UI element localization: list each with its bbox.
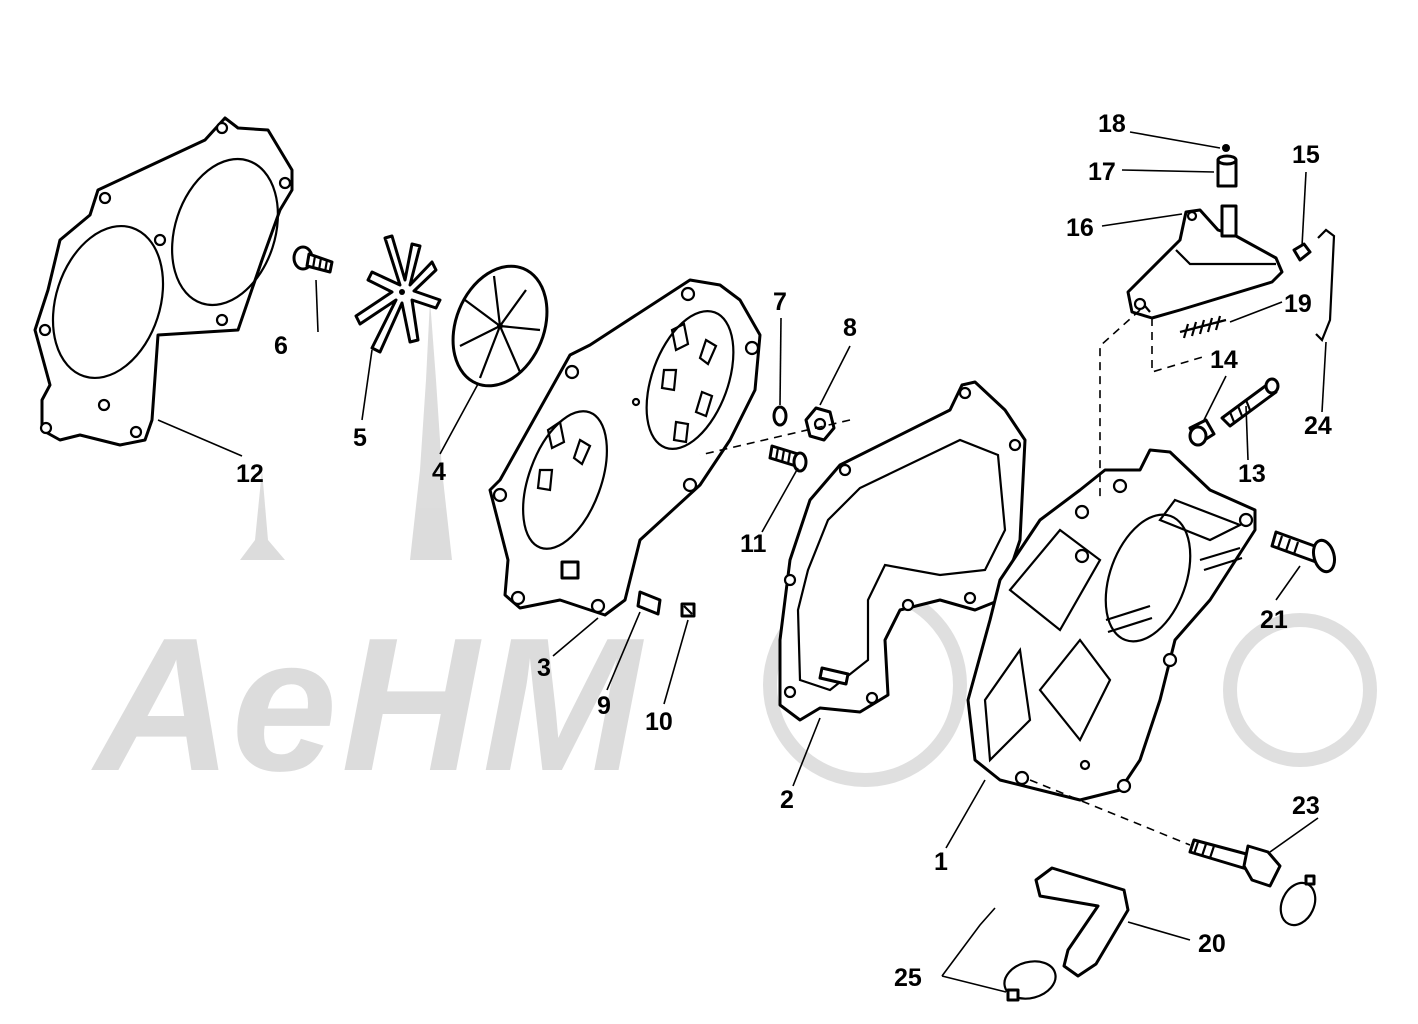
part-5-valve bbox=[354, 234, 442, 354]
callout-24: 24 bbox=[1304, 412, 1332, 440]
part-2-gasket bbox=[778, 380, 1027, 722]
callout-11: 11 bbox=[740, 530, 767, 558]
callout-21: 21 bbox=[1260, 606, 1288, 634]
part-16-lever bbox=[1126, 204, 1284, 320]
part-19-spring bbox=[1179, 315, 1227, 339]
callout-6: 6 bbox=[274, 332, 288, 360]
callout-13: 13 bbox=[1238, 460, 1266, 488]
leader-lines bbox=[157, 131, 1327, 993]
assembly-lines bbox=[699, 309, 1207, 846]
callout-1: 1 bbox=[934, 848, 948, 876]
part-1-housing bbox=[966, 448, 1257, 802]
callout-20: 20 bbox=[1198, 930, 1226, 958]
part-24-rod bbox=[1315, 228, 1336, 342]
callout-12: 12 bbox=[236, 460, 264, 488]
part-12-gasket bbox=[33, 116, 294, 447]
callout-18: 18 bbox=[1098, 110, 1126, 138]
part-7-washer bbox=[772, 405, 788, 427]
callout-25: 25 bbox=[894, 964, 922, 992]
part-20-hose bbox=[1034, 866, 1130, 978]
part-6-screw bbox=[292, 245, 334, 274]
part-4-valve-disc bbox=[451, 264, 549, 388]
callout-9: 9 bbox=[597, 692, 611, 720]
part-23-bolt bbox=[1188, 838, 1282, 888]
watermark-logo: АеНМ bbox=[91, 300, 1377, 811]
callout-2: 2 bbox=[780, 786, 794, 814]
part-3-pump-plate bbox=[488, 278, 762, 617]
part-18-ball bbox=[1222, 144, 1230, 152]
callout-16: 16 bbox=[1066, 214, 1094, 242]
part-8-nut bbox=[804, 406, 836, 442]
part-9-pin bbox=[636, 590, 662, 616]
part-15-nut bbox=[1292, 242, 1312, 262]
part-11-screw bbox=[768, 444, 808, 473]
callout-8: 8 bbox=[843, 314, 857, 342]
watermark-text: АеНМ bbox=[91, 599, 645, 811]
part-10-screw bbox=[680, 602, 696, 618]
callout-labels: 1 2 3 4 5 6 7 8 9 10 11 12 13 14 15 16 1… bbox=[236, 110, 1332, 992]
callout-14: 14 bbox=[1210, 346, 1238, 374]
callout-23: 23 bbox=[1292, 792, 1320, 820]
part-25-clips bbox=[1003, 874, 1317, 1002]
callout-3: 3 bbox=[537, 654, 551, 682]
callout-7: 7 bbox=[773, 288, 787, 316]
part-21-screw bbox=[1270, 530, 1337, 574]
callout-19: 19 bbox=[1284, 290, 1312, 318]
part-14-plug bbox=[1188, 418, 1216, 447]
callout-5: 5 bbox=[353, 424, 367, 452]
part-13-bolt bbox=[1220, 377, 1280, 428]
callout-4: 4 bbox=[432, 458, 446, 486]
callout-15: 15 bbox=[1292, 141, 1320, 169]
part-17-sleeve bbox=[1216, 154, 1238, 188]
callout-10: 10 bbox=[645, 708, 673, 736]
callout-17: 17 bbox=[1088, 158, 1116, 186]
